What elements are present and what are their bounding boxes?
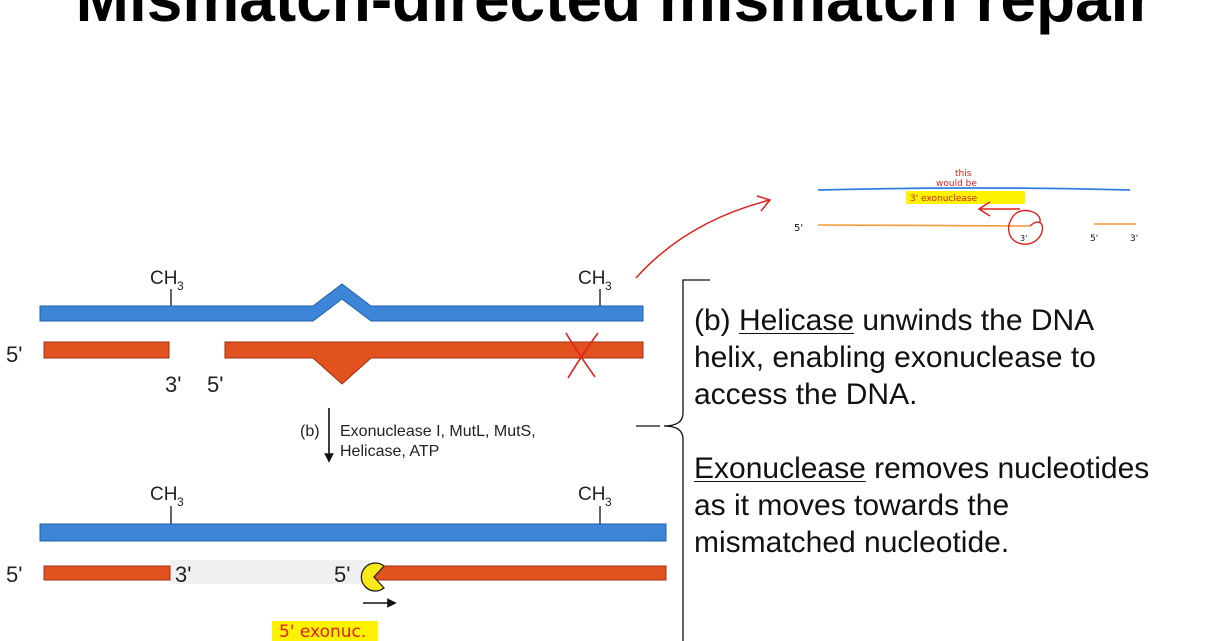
methyl-subscript: 3 bbox=[177, 279, 184, 293]
methyl-group-bottom-left: CH 3 bbox=[150, 484, 184, 524]
note-3-exonuclease: 3' exonuclease bbox=[910, 194, 978, 204]
methyl-label: CH bbox=[150, 268, 177, 289]
three-prime-label: 3' bbox=[175, 562, 191, 587]
note-highlight bbox=[906, 191, 1025, 204]
exonuc-note: 5' exonuc. bbox=[279, 622, 366, 641]
new-strand-left-fragment bbox=[43, 341, 170, 359]
note-this: this bbox=[955, 169, 972, 179]
step-ref: (b) bbox=[694, 304, 739, 337]
excised-gap-region bbox=[170, 560, 370, 584]
explanation-line: (b) Helicase unwinds the DNA bbox=[694, 302, 1229, 339]
para1-line1-rest: unwinds the DNA bbox=[854, 304, 1095, 337]
explanation-line: mismatched nucleotide. bbox=[694, 526, 1010, 559]
template-strand-bottom bbox=[39, 523, 667, 542]
top-diagram: CH 3 CH 3 5' 3' 5' bbox=[6, 268, 644, 397]
slide-title: Mismatch-directed mismatch repair bbox=[0, 0, 1229, 36]
sketch-circle-loop bbox=[1007, 209, 1044, 245]
sketch-blue-strand bbox=[817, 187, 1131, 191]
exonuclease-term: Exonuclease bbox=[694, 452, 866, 485]
sketch-five-prime: 5' bbox=[794, 223, 803, 234]
enzymes-line-2: Helicase, ATP bbox=[340, 443, 439, 460]
exonuclease-pacman-icon bbox=[360, 562, 385, 592]
methyl-label: CH bbox=[578, 268, 605, 289]
methyl-label: CH bbox=[150, 484, 177, 505]
explanation-line: access the DNA. bbox=[694, 378, 918, 411]
explanation-line: helix, enabling exonuclease to bbox=[694, 341, 1096, 374]
handwritten-sketch: this would be 3' exonuclease 5' 3' 5' 3' bbox=[794, 169, 1138, 245]
exonuc-highlight bbox=[272, 621, 378, 641]
explanation-line: Exonuclease removes nucleotides bbox=[694, 450, 1229, 487]
sketch-red-back-arrow bbox=[977, 201, 1020, 217]
new-strand-bottom-left bbox=[43, 565, 171, 581]
mismatch-cross-mark bbox=[565, 332, 599, 379]
methyl-group-bottom-right: CH 3 bbox=[578, 484, 612, 524]
methyl-subscript: 3 bbox=[177, 495, 184, 509]
sketch-five-prime-right: 5' bbox=[1090, 234, 1098, 244]
five-prime-label: 5' bbox=[207, 372, 223, 397]
step-label: (b) bbox=[300, 423, 320, 440]
explanation-text: (b) Helicase unwinds the DNA helix, enab… bbox=[694, 302, 1229, 561]
five-prime-label: 5' bbox=[6, 562, 22, 587]
five-prime-label: 5' bbox=[334, 562, 350, 587]
sketch-three-prime-right: 3' bbox=[1130, 234, 1138, 244]
helicase-term: Helicase bbox=[739, 304, 855, 337]
explanation-line: as it moves towards the bbox=[694, 489, 1010, 522]
para2-line1-rest: removes nucleotides bbox=[865, 452, 1150, 485]
sketch-orange-strand bbox=[817, 224, 1031, 227]
step-b: (b) Exonuclease I, MutL, MutS, Helicase,… bbox=[300, 408, 660, 463]
note-would-be: would be bbox=[936, 179, 977, 189]
methyl-subscript: 3 bbox=[605, 279, 612, 293]
template-strand-top bbox=[39, 283, 644, 322]
bottom-diagram: CH 3 CH 3 5' 3' 5' 5' exonuc. bbox=[6, 484, 667, 641]
methyl-subscript: 3 bbox=[605, 495, 612, 509]
five-prime-label: 5' bbox=[6, 342, 22, 367]
new-strand-bottom-right bbox=[371, 565, 667, 581]
new-strand-right-fragment bbox=[224, 341, 644, 385]
red-curved-arrow bbox=[635, 195, 772, 279]
methyl-label: CH bbox=[578, 484, 605, 505]
sketch-three-prime: 3' bbox=[1020, 234, 1027, 243]
enzymes-line-1: Exonuclease I, MutL, MutS, bbox=[340, 423, 536, 440]
brace bbox=[663, 279, 710, 641]
three-prime-label: 3' bbox=[165, 372, 181, 397]
methyl-group-top-right: CH 3 bbox=[578, 268, 612, 306]
methyl-group-top-left: CH 3 bbox=[150, 268, 184, 306]
